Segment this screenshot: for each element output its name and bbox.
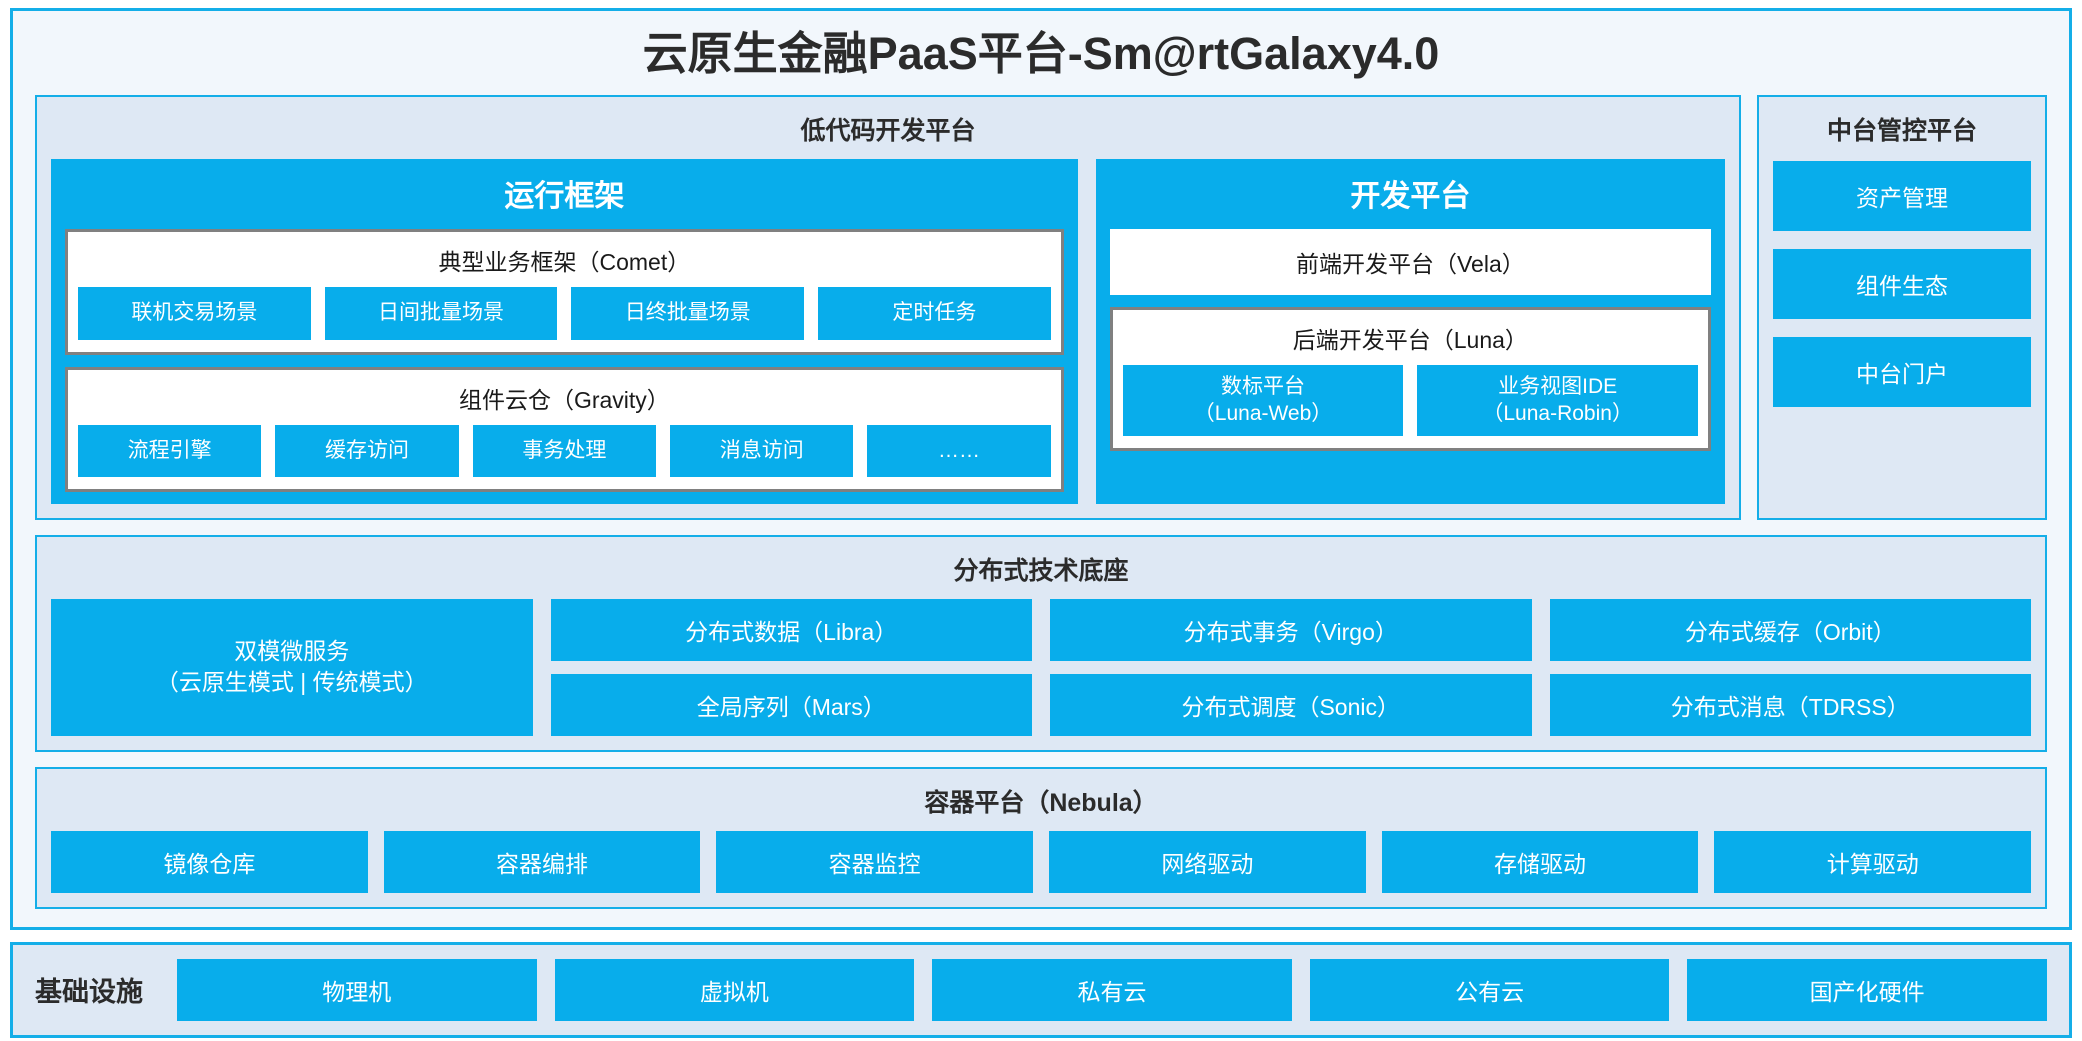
layer-spacer xyxy=(35,520,2047,535)
microservice-column: 双模微服务（云原生模式 | 传统模式） xyxy=(51,598,533,736)
distributed-transaction-virgo-cell[interactable]: 分布式事务（Virgo） xyxy=(1050,598,1532,661)
runtime-framework-card: 运行框架 典型业务框架（Comet） 联机交易场景 日间批量场景 日终批量场景 … xyxy=(51,159,1078,504)
dual-mode-microservice-cell[interactable]: 双模微服务（云原生模式 | 传统模式） xyxy=(51,598,533,736)
midplatform-item-list: 资产管理 组件生态 中台门户 xyxy=(1773,159,2031,408)
midplatform-control-section: 中台管控平台 资产管理 组件生态 中台门户 xyxy=(1757,95,2047,520)
global-sequence-mars-cell[interactable]: 全局序列（Mars） xyxy=(550,673,1032,736)
comet-box: 典型业务框架（Comet） 联机交易场景 日间批量场景 日终批量场景 定时任务 xyxy=(65,229,1064,355)
comet-chip[interactable]: 日间批量场景 xyxy=(324,287,558,340)
distributed-column-2: 分布式事务（Virgo） 分布式调度（Sonic） xyxy=(1050,598,1532,736)
container-item-compute-driver[interactable]: 计算驱动 xyxy=(1714,830,2032,893)
gravity-chip[interactable]: 消息访问 xyxy=(670,424,854,477)
vela-box[interactable]: 前端开发平台（Vela） xyxy=(1109,229,1711,296)
development-platform-title: 开发平台 xyxy=(1350,180,1471,214)
infrastructure-item-public-cloud[interactable]: 公有云 xyxy=(1309,958,1670,1021)
gravity-box: 组件云仓（Gravity） 流程引擎 缓存访问 事务处理 消息访问 …… xyxy=(65,366,1064,492)
platform-outer-card: 云原生金融PaaS平台-Sm@rtGalaxy4.0 低代码开发平台 运行框架 … xyxy=(10,8,2072,930)
infrastructure-item-virtual-machine[interactable]: 虚拟机 xyxy=(554,958,915,1021)
distributed-column-1: 分布式数据（Libra） 全局序列（Mars） xyxy=(550,598,1032,736)
distributed-scheduling-sonic-cell[interactable]: 分布式调度（Sonic） xyxy=(1050,673,1532,736)
container-platform-title: 容器平台（Nebula） xyxy=(924,788,1158,817)
container-platform-section: 容器平台（Nebula） 镜像仓库 容器编排 容器监控 网络驱动 存储驱动 计算… xyxy=(35,766,2047,909)
development-platform-card: 开发平台 前端开发平台（Vela） 后端开发平台（Luna） 数标平台（Luna… xyxy=(1095,159,1725,504)
distributed-message-tdrss-cell[interactable]: 分布式消息（TDRSS） xyxy=(1549,673,2031,736)
midplatform-item-asset-management[interactable]: 资产管理 xyxy=(1773,161,2031,232)
infrastructure-section: 基础设施 物理机 虚拟机 私有云 公有云 国产化硬件 xyxy=(10,941,2072,1038)
container-item-storage-driver[interactable]: 存储驱动 xyxy=(1381,830,1699,893)
distributed-column-3: 分布式缓存（Orbit） 分布式消息（TDRSS） xyxy=(1549,598,2031,736)
luna-chip-row: 数标平台（Luna-Web） 业务视图IDE（Luna-Robin） xyxy=(1122,365,1698,436)
gravity-chip-row: 流程引擎 缓存访问 事务处理 消息访问 …… xyxy=(78,424,1051,477)
top-region: 低代码开发平台 运行框架 典型业务框架（Comet） 联机交易场景 日间批量场景… xyxy=(35,95,2047,520)
distributed-data-libra-cell[interactable]: 分布式数据（Libra） xyxy=(550,598,1032,661)
gravity-chip[interactable]: 事务处理 xyxy=(472,424,657,477)
infrastructure-item-domestic-hardware[interactable]: 国产化硬件 xyxy=(1687,958,2047,1021)
container-item-monitoring[interactable]: 容器监控 xyxy=(716,830,1034,893)
midplatform-control-title: 中台管控平台 xyxy=(1826,117,1977,146)
container-item-network-driver[interactable]: 网络驱动 xyxy=(1049,830,1366,893)
luna-robin-chip[interactable]: 业务视图IDE（Luna-Robin） xyxy=(1417,365,1698,436)
gravity-chip-more[interactable]: …… xyxy=(867,424,1051,477)
distributed-tech-section: 分布式技术底座 双模微服务（云原生模式 | 传统模式） 分布式数据（Libra）… xyxy=(35,534,2047,752)
luna-web-chip[interactable]: 数标平台（Luna-Web） xyxy=(1122,365,1404,436)
infrastructure-label: 基础设施 xyxy=(35,977,143,1008)
container-item-orchestration[interactable]: 容器编排 xyxy=(383,830,701,893)
gravity-chip[interactable]: 流程引擎 xyxy=(78,424,262,477)
lowcode-platform-section: 低代码开发平台 运行框架 典型业务框架（Comet） 联机交易场景 日间批量场景… xyxy=(35,95,1741,520)
distributed-tech-title: 分布式技术底座 xyxy=(953,556,1129,585)
layer-spacer xyxy=(35,752,2047,767)
page-title: 云原生金融PaaS平台-Sm@rtGalaxy4.0 xyxy=(642,28,1440,79)
container-item-image-registry[interactable]: 镜像仓库 xyxy=(51,830,368,893)
lowcode-platform-title: 低代码开发平台 xyxy=(800,117,976,146)
lowcode-body: 运行框架 典型业务框架（Comet） 联机交易场景 日间批量场景 日终批量场景 … xyxy=(51,159,1725,504)
midplatform-item-portal[interactable]: 中台门户 xyxy=(1773,337,2031,408)
comet-title: 典型业务框架（Comet） xyxy=(438,249,691,276)
infrastructure-item-physical-machine[interactable]: 物理机 xyxy=(177,958,537,1021)
infrastructure-item-private-cloud[interactable]: 私有云 xyxy=(932,958,1292,1021)
luna-title: 后端开发平台（Luna） xyxy=(1292,327,1528,354)
runtime-framework-title: 运行框架 xyxy=(504,180,625,214)
luna-box: 后端开发平台（Luna） 数标平台（Luna-Web） 业务视图IDE（Luna… xyxy=(1109,307,1711,451)
container-platform-row: 镜像仓库 容器编排 容器监控 网络驱动 存储驱动 计算驱动 xyxy=(51,830,2032,893)
comet-chip[interactable]: 联机交易场景 xyxy=(78,287,311,340)
comet-chip-row: 联机交易场景 日间批量场景 日终批量场景 定时任务 xyxy=(78,287,1051,340)
gravity-title: 组件云仓（Gravity） xyxy=(458,386,670,413)
comet-chip[interactable]: 定时任务 xyxy=(818,287,1051,340)
distributed-tech-row: 双模微服务（云原生模式 | 传统模式） 分布式数据（Libra） 全局序列（Ma… xyxy=(51,598,2031,736)
comet-chip[interactable]: 日终批量场景 xyxy=(571,287,805,340)
midplatform-item-component-ecosystem[interactable]: 组件生态 xyxy=(1773,249,2031,320)
gravity-chip[interactable]: 缓存访问 xyxy=(275,424,459,477)
distributed-cache-orbit-cell[interactable]: 分布式缓存（Orbit） xyxy=(1549,598,2031,661)
